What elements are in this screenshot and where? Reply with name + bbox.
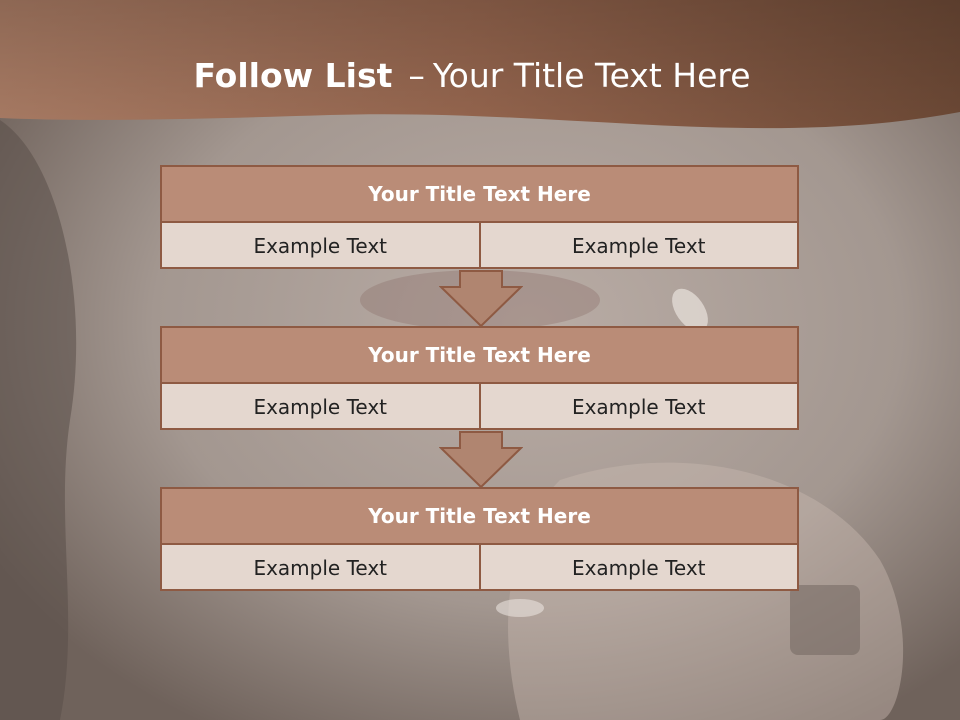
step-title-1: Your Title Text Here — [162, 167, 797, 223]
slide-title-rest: Your Title Text Here — [432, 56, 751, 95]
step-row-3: Example Text Example Text — [162, 545, 797, 591]
step-box-2: Your Title Text Here Example Text Exampl… — [160, 326, 799, 430]
step-2-left-text: Example Text — [253, 395, 388, 419]
step-3-left-text: Example Text — [253, 556, 388, 580]
step-row-2: Example Text Example Text — [162, 384, 797, 430]
step-1-right-text: Example Text — [478, 223, 798, 269]
step-2-right-text: Example Text — [478, 384, 798, 430]
step-row-1: Example Text Example Text — [162, 223, 797, 269]
step-3-right-text: Example Text — [478, 545, 798, 591]
step-box-1: Your Title Text Here Example Text Exampl… — [160, 165, 799, 269]
slide-title-bold: Follow List — [193, 56, 393, 95]
slide-title-separator: – — [408, 56, 425, 95]
step-title-3: Your Title Text Here — [162, 489, 797, 545]
step-title-2: Your Title Text Here — [162, 328, 797, 384]
slide-title: Follow List–Your Title Text Here — [0, 54, 944, 98]
step-1-left-text: Example Text — [253, 234, 388, 258]
down-arrow-icon — [439, 270, 523, 328]
step-box-3: Your Title Text Here Example Text Exampl… — [160, 487, 799, 591]
down-arrow-icon — [439, 431, 523, 489]
